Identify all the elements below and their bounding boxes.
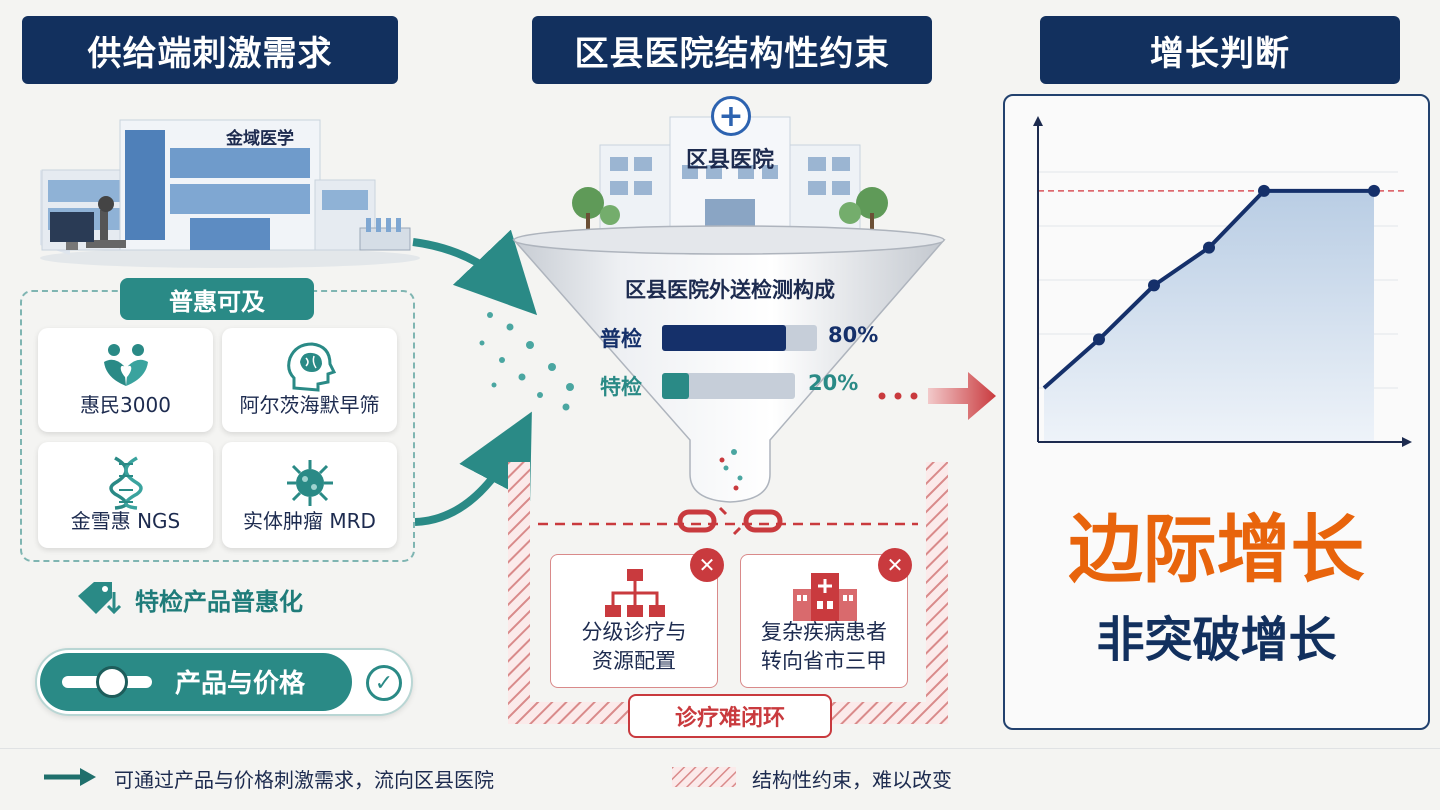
card-jinxuehui-ngs[interactable]: 金雪惠 NGS: [38, 442, 213, 548]
bar-track-special: [662, 373, 795, 399]
lab-building-illustration: [40, 119, 420, 268]
header-growth-judgment: 增长判断: [1040, 16, 1400, 84]
building-sign: 金域医学: [226, 129, 294, 149]
hands-heart-icon: [103, 344, 148, 386]
bar-fill-special: [662, 373, 689, 399]
card-complex-patients[interactable]: 复杂疾病患者 转向省市三甲: [740, 554, 908, 688]
bar-label-special: 特检: [600, 375, 642, 399]
growth-chart: [1033, 116, 1412, 447]
data-point: [1258, 184, 1270, 197]
legend-bar: [0, 748, 1440, 810]
card-huimin-3000[interactable]: 惠民3000: [38, 328, 213, 432]
broken-chain-icon: [677, 506, 783, 536]
card-line-1: 复杂疾病患者: [761, 620, 887, 645]
card-label: 实体肿瘤 MRD: [243, 509, 376, 533]
area-fill: [1044, 190, 1374, 442]
brain-head-icon: [286, 342, 336, 392]
virus-cell-icon: [286, 460, 333, 506]
card-label: 惠民3000: [80, 393, 171, 417]
card-tiered-treatment[interactable]: 分级诊疗与 资源配置: [550, 554, 718, 688]
close-icon: ✕: [878, 548, 912, 582]
data-point: [1093, 333, 1105, 346]
card-alzheimer-screening[interactable]: 阿尔茨海默早筛: [222, 328, 397, 432]
bar-label-general: 普检: [600, 327, 642, 351]
bar-value-general: 80%: [828, 323, 879, 347]
red-flow-arrow: [878, 372, 996, 420]
non-breakthrough-text: 非突破增长: [1096, 612, 1337, 668]
header-structural-constraint: 区县医院结构性约束: [532, 16, 932, 84]
medical-cross-icon: +: [711, 96, 751, 136]
inclusive-label: 特检产品普惠化: [135, 588, 303, 616]
closed-loop-label: 诊疗难闭环: [628, 694, 832, 738]
card-solid-tumor-mrd[interactable]: 实体肿瘤 MRD: [222, 442, 397, 548]
bar-value-special: 20%: [808, 371, 859, 395]
hierarchy-icon: [605, 569, 665, 617]
marginal-growth-text: 边际增长: [1068, 507, 1365, 593]
legend-arrow-text: 可通过产品与价格刺激需求，流向区县医院: [114, 768, 494, 792]
header-supply-side: 供给端刺激需求: [22, 16, 398, 84]
dna-icon: [108, 456, 143, 510]
bar-fill-general: [662, 325, 786, 351]
flow-arrows: [412, 230, 538, 526]
hatch-legend-icon: [672, 767, 736, 787]
card-line-2: 资源配置: [592, 648, 676, 673]
toggle-label: 产品与价格: [175, 669, 306, 699]
county-hospital-illustration: [572, 116, 888, 236]
check-icon: ✓: [366, 665, 402, 701]
hospital-sign: 区县医院: [685, 148, 774, 173]
price-tag-icon: [78, 582, 122, 615]
toggle-knob[interactable]: [96, 666, 128, 698]
bar-track-general: [662, 325, 817, 351]
close-icon: ✕: [690, 548, 724, 582]
card-line-1: 分级诊疗与: [581, 620, 687, 645]
teal-arrow-legend-icon: [44, 768, 96, 786]
card-line-2: 转向省市三甲: [761, 648, 887, 673]
data-point: [1368, 184, 1380, 197]
x-axis-arrow: [1402, 437, 1412, 447]
y-axis-arrow: [1033, 116, 1043, 126]
hospital-building-icon: [793, 573, 857, 621]
funnel-graphic: [512, 225, 946, 503]
scattered-dots: [479, 312, 574, 411]
legend-hatch-text: 结构性约束，难以改变: [752, 768, 952, 792]
data-point: [1148, 279, 1160, 292]
accessible-label: 普惠可及: [120, 278, 314, 320]
data-point: [1203, 241, 1215, 254]
card-label: 金雪惠 NGS: [70, 509, 181, 533]
funnel-title: 区县医院外送检测构成: [625, 278, 835, 302]
card-label: 阿尔茨海默早筛: [239, 393, 380, 417]
